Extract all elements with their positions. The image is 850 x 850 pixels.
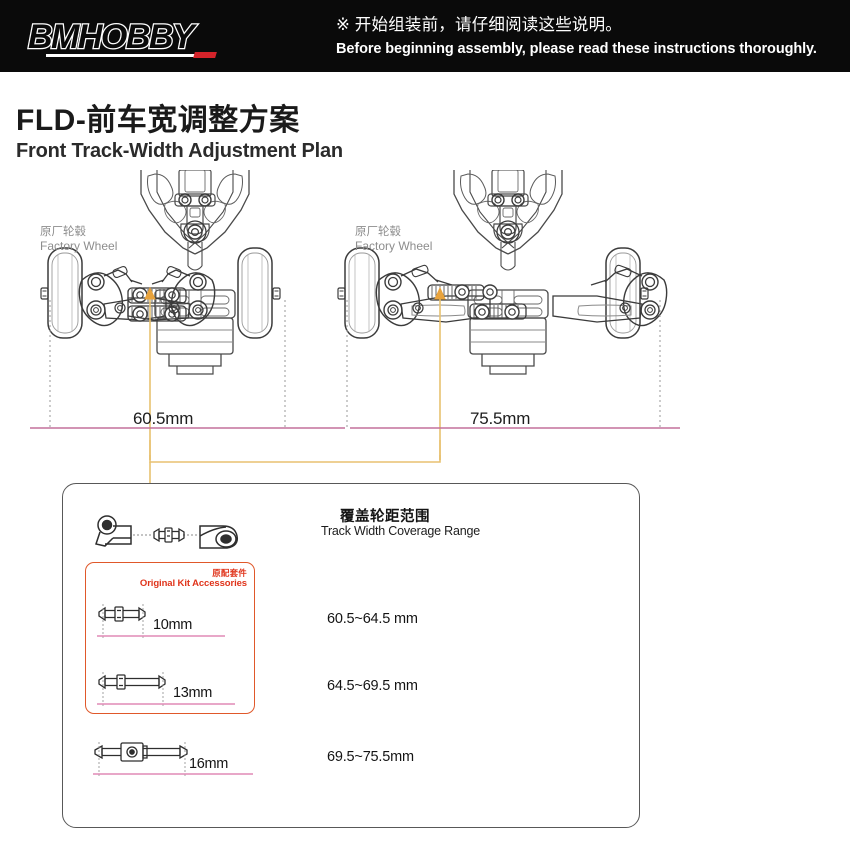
axle-pin-dimension-drawings [93, 604, 253, 778]
factory-wheel-label-right-en: Factory Wheel [355, 239, 433, 253]
suspension-diagram-area: 原厂轮毂 Factory Wheel 原厂轮毂 Factory Wheel 60… [0, 170, 850, 460]
factory-wheel-label-left: 原厂轮毂 Factory Wheel [40, 225, 117, 253]
diagram-stock-width [30, 170, 345, 460]
pin-length-13mm: 13mm [173, 685, 213, 701]
pin-length-16mm: 16mm [189, 756, 229, 772]
dimension-stock [30, 300, 345, 430]
header-bar: BMHOBBY ※ 开始组装前，请仔细阅读这些说明。 Before beginn… [0, 0, 850, 72]
factory-wheel-label-left-en: Factory Wheel [40, 239, 118, 253]
dimension-value-stock: 60.5mm [133, 409, 194, 428]
factory-wheel-label-left-cn: 原厂轮毂 [40, 226, 86, 238]
header-notice: ※ 开始组装前，请仔细阅读这些说明。 Before beginning asse… [336, 13, 817, 60]
pin-length-10mm: 10mm [153, 617, 193, 633]
exploded-assembly-illustration [95, 515, 239, 549]
page-title-en: Front Track-Width Adjustment Plan [16, 140, 343, 162]
dimension-widened [346, 300, 680, 430]
options-panel: 原配套件 Original Kit Accessories [62, 483, 640, 828]
steering-rack-right [427, 284, 527, 320]
pin-10mm [98, 606, 146, 622]
header-notice-en: Before beginning assembly, please read t… [336, 41, 817, 57]
header-notice-cn: ※ 开始组装前，请仔细阅读这些说明。 [336, 16, 623, 34]
dimension-value-widened: 75.5mm [470, 409, 531, 428]
factory-wheel-label-right: 原厂轮毂 Factory Wheel [355, 225, 432, 253]
logo-red-tab [193, 52, 217, 58]
bmhobby-logo: BMHOBBY [27, 16, 220, 58]
coverage-range-row-2: 64.5~69.5 mm [327, 678, 418, 694]
page-title-cn: FLD-前车宽调整方案 [16, 104, 300, 137]
callout-arrow-right [434, 286, 446, 460]
original-kit-label-cn: 原配套件 [212, 568, 247, 578]
front-assembly-drawings [30, 170, 680, 460]
coverage-range-header-en: Track Width Coverage Range [321, 524, 480, 538]
diagram-widened [337, 170, 680, 460]
pin-16mm [94, 742, 188, 762]
pin-13mm [98, 674, 166, 690]
coverage-range-row-1: 60.5~64.5 mm [327, 611, 418, 627]
factory-wheel-label-right-cn: 原厂轮毂 [355, 226, 401, 238]
original-kit-box: 原配套件 Original Kit Accessories [85, 562, 255, 714]
logo-wordmark: BMHOBBY [27, 17, 196, 58]
callout-arrow-left [144, 286, 156, 460]
coverage-range-row-3: 69.5~75.5mm [327, 749, 414, 765]
original-kit-label-en: Original Kit Accessories [139, 578, 247, 589]
coverage-range-header-cn: 覆盖轮距范围 [340, 509, 430, 525]
logo-underline [46, 52, 217, 58]
